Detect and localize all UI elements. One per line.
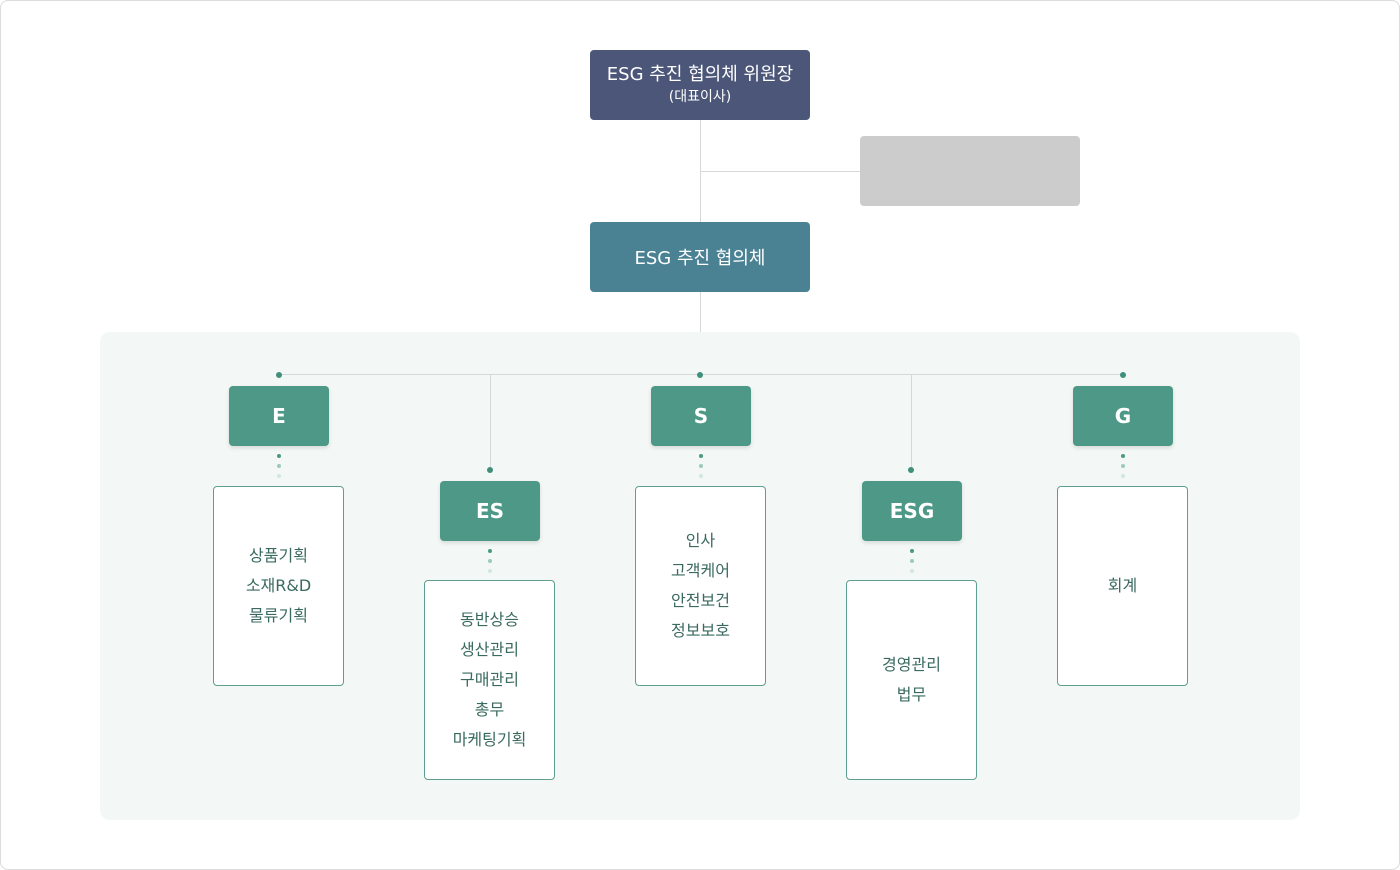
dotted-connector-esg: [910, 549, 914, 553]
list-item: 동반상승: [460, 610, 519, 629]
node-dot-e: [276, 372, 282, 378]
dotted-connector-e: [277, 454, 281, 458]
dotted-connector-s: [699, 464, 703, 468]
list-item: 경영관리: [882, 655, 941, 674]
list-item: 마케팅기획: [452, 730, 527, 749]
list-item: 인사: [685, 531, 716, 550]
dotted-connector-es: [488, 559, 492, 563]
dotted-connector-e: [277, 464, 281, 468]
dotted-connector-g: [1121, 464, 1125, 468]
category-s-label: S: [693, 404, 709, 428]
list-item: 물류기획: [249, 606, 308, 625]
list-item: 총무: [474, 700, 505, 719]
category-es-label: ES: [475, 499, 505, 523]
connector-esg: [911, 374, 912, 470]
council-box: ESG 추진 협의체: [590, 222, 810, 292]
side-box: [860, 136, 1080, 206]
dotted-connector-esg: [910, 559, 914, 563]
node-dot-g: [1120, 372, 1126, 378]
dotted-connector-es: [488, 549, 492, 553]
category-s-list: 인사 고객케어 안전보건 정보보호: [635, 486, 766, 686]
dotted-connector-es: [488, 569, 492, 573]
connector-es: [490, 374, 491, 470]
node-dot-esg: [908, 467, 914, 473]
dotted-connector-e: [277, 474, 281, 478]
dotted-connector-g: [1121, 474, 1125, 478]
chairman-box: ESG 추진 협의체 위원장 (대표이사): [590, 50, 810, 120]
dotted-connector-esg: [910, 569, 914, 573]
dotted-connector-s: [699, 454, 703, 458]
dotted-connector-g: [1121, 454, 1125, 458]
list-item: 회계: [1107, 576, 1138, 595]
chairman-subtitle: (대표이사): [668, 89, 732, 105]
category-es-list: 동반상승 생산관리 구매관리 총무 마케팅기획: [424, 580, 555, 780]
category-e-label: E: [272, 404, 286, 428]
dotted-connector-s: [699, 474, 703, 478]
category-g: G: [1073, 386, 1173, 446]
list-item: 구매관리: [460, 670, 519, 689]
list-item: 고객케어: [671, 561, 730, 580]
category-e-list: 상품기획 소재R&D 물류기획: [213, 486, 344, 686]
connector-side-box: [700, 171, 860, 172]
list-item: 법무: [896, 685, 927, 704]
category-e: E: [229, 386, 329, 446]
category-g-label: G: [1114, 404, 1132, 428]
list-item: 소재R&D: [245, 576, 312, 595]
list-item: 정보보호: [671, 621, 730, 640]
category-g-list: 회계: [1057, 486, 1188, 686]
node-dot-es: [487, 467, 493, 473]
category-esg-list: 경영관리 법무: [846, 580, 977, 780]
category-s: S: [651, 386, 751, 446]
list-item: 안전보건: [671, 591, 730, 610]
category-esg-label: ESG: [889, 499, 935, 523]
category-esg: ESG: [862, 481, 962, 541]
chairman-title: ESG 추진 협의체 위원장: [606, 64, 794, 85]
council-title: ESG 추진 협의체: [634, 248, 766, 269]
category-es: ES: [440, 481, 540, 541]
node-dot-s: [697, 372, 703, 378]
list-item: 상품기획: [249, 546, 308, 565]
list-item: 생산관리: [460, 640, 519, 659]
